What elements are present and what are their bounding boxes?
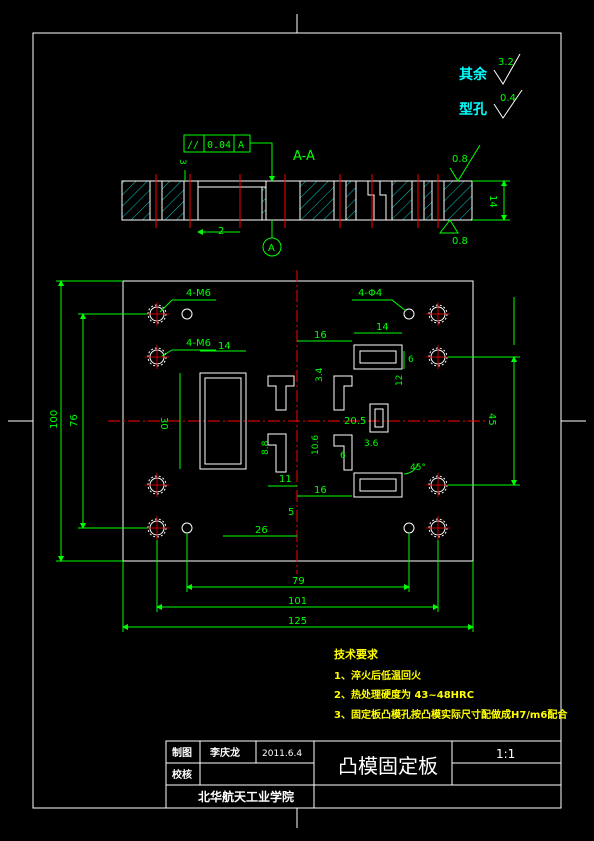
dim-14-a: 14 xyxy=(218,341,231,352)
dim-20-5: 20.5 xyxy=(344,416,366,427)
dim-100: 100 xyxy=(49,410,60,429)
technical-notes: 技术要求 1、淬火后低温回火 2、热处理硬度为 43~48HRC 3、固定板凸模… xyxy=(334,647,568,721)
notes-item-2: 2、热处理硬度为 43~48HRC xyxy=(334,688,474,701)
roughness-hole-label: 型孔 xyxy=(459,101,487,118)
hole-centerlines xyxy=(145,302,450,540)
dim-8-8: 8.8 xyxy=(261,440,271,455)
notes-title: 技术要求 xyxy=(334,647,379,661)
section-view: // 0.04 A A-A 3 2 A 14 0.8 0.8 xyxy=(121,134,510,257)
hole-note-2: 4-Φ4 xyxy=(358,288,382,299)
tolerance-datum: A xyxy=(238,140,244,151)
section-hole-3 xyxy=(265,180,301,221)
drawn-name: 李庆龙 xyxy=(209,746,240,759)
dim-10-6: 10.6 xyxy=(311,435,321,455)
dim-16-top: 16 xyxy=(314,330,327,341)
title-block xyxy=(165,740,562,809)
school-name: 北华航天工业学院 xyxy=(198,789,294,804)
section-dim-left: 2 xyxy=(218,226,224,237)
datum-marker: A xyxy=(268,243,275,254)
dim-45-right: 45 xyxy=(486,413,497,426)
dim-125: 125 xyxy=(288,616,307,627)
dim-79: 79 xyxy=(292,576,305,587)
hole-note-1: 4-M6 xyxy=(186,288,211,299)
dim-6-b: 6 xyxy=(340,451,346,461)
dim-14-b: 14 xyxy=(376,322,389,333)
tolerance-symbol: // xyxy=(187,140,199,151)
roughness-rest-symbol xyxy=(493,53,521,85)
section-pocket-1 xyxy=(197,186,263,221)
dim-16-bottom: 16 xyxy=(314,485,327,496)
drawn-label: 制图 xyxy=(172,746,192,759)
dim-30: 30 xyxy=(158,417,169,430)
dim-12: 12 xyxy=(395,375,405,386)
roughness-rest-value: 3.2 xyxy=(498,57,514,68)
scale: 1:1 xyxy=(496,747,515,761)
dim-6: 6 xyxy=(408,355,414,365)
section-pocket-2-detail xyxy=(367,181,387,220)
roughness-legend: 其余 3.2 型孔 0.4 xyxy=(459,53,523,119)
section-roughness-bottom xyxy=(438,219,459,234)
tolerance-leader xyxy=(250,142,275,182)
roughness-hole-symbol xyxy=(493,89,523,119)
dim-76: 76 xyxy=(69,414,80,427)
section-dim-top: 3 xyxy=(177,159,187,165)
roughness-rest-label: 其余 xyxy=(459,66,488,83)
notes-item-1: 1、淬火后低温回火 xyxy=(334,669,422,682)
notes-item-3: 3、固定板凸模孔按凸模实际尺寸配做成H7/m6配合 xyxy=(334,708,568,721)
section-thickness: 14 xyxy=(487,195,498,208)
section-hole-2 xyxy=(183,180,199,221)
dim-101: 101 xyxy=(288,596,307,607)
plan-view: 4-M6 4-Φ4 4-M6 14 16 14 6 3.4 30 20.5 3.… xyxy=(49,270,520,632)
dim-3-4: 3.4 xyxy=(315,367,325,382)
dim-3-6: 3.6 xyxy=(364,439,379,449)
dim-26: 26 xyxy=(255,525,268,536)
section-pocket-1-lip xyxy=(197,180,269,188)
overall-dims xyxy=(56,280,520,632)
dim-5: 5 xyxy=(288,507,294,518)
part-name: 凸模固定板 xyxy=(338,754,438,778)
dim-45-deg: 45° xyxy=(410,463,426,473)
datum-circle xyxy=(262,237,282,257)
hole-note-3: 4-M6 xyxy=(186,338,211,349)
drawn-date: 2011.6.4 xyxy=(262,749,302,759)
section-roughness-top xyxy=(449,144,481,182)
roughness-hole-value: 0.4 xyxy=(500,93,516,104)
cavities xyxy=(199,344,403,498)
dim-11: 11 xyxy=(279,474,292,485)
tolerance-value: 0.04 xyxy=(207,140,231,151)
checked-label: 校核 xyxy=(172,768,192,781)
section-roughness-bottom-value: 0.8 xyxy=(452,236,468,247)
section-centerlines xyxy=(155,174,439,228)
section-roughness-top-value: 0.8 xyxy=(452,154,468,165)
section-label: A-A xyxy=(293,149,315,164)
